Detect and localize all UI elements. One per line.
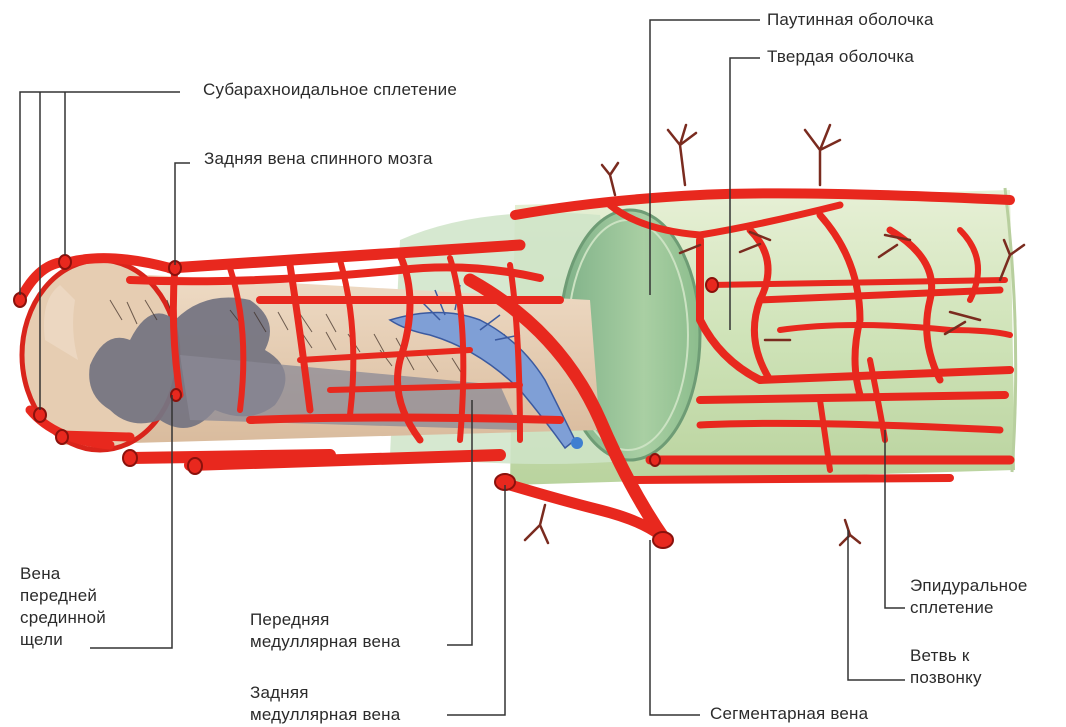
label-epidural-plexus: Эпидуральное сплетение xyxy=(910,575,1028,619)
label-segmental-vein: Сегментарная вена xyxy=(710,703,868,725)
label-anterior-median-fissure-vein: Вена передней срединной щели xyxy=(20,563,106,651)
label-vertebral-branch: Ветвь к позвонку xyxy=(910,645,982,689)
label-posterior-medullary-vein: Задняя медуллярная вена xyxy=(250,682,400,726)
label-dura: Твердая оболочка xyxy=(767,46,914,68)
label-arachnoid: Паутинная оболочка xyxy=(767,9,934,31)
label-subarachnoid-plexus: Субарахноидальное сплетение xyxy=(203,79,457,101)
label-posterior-spinal-vein: Задняя вена спинного мозга xyxy=(204,148,433,170)
label-anterior-medullary-vein: Передняя медуллярная вена xyxy=(250,609,400,653)
